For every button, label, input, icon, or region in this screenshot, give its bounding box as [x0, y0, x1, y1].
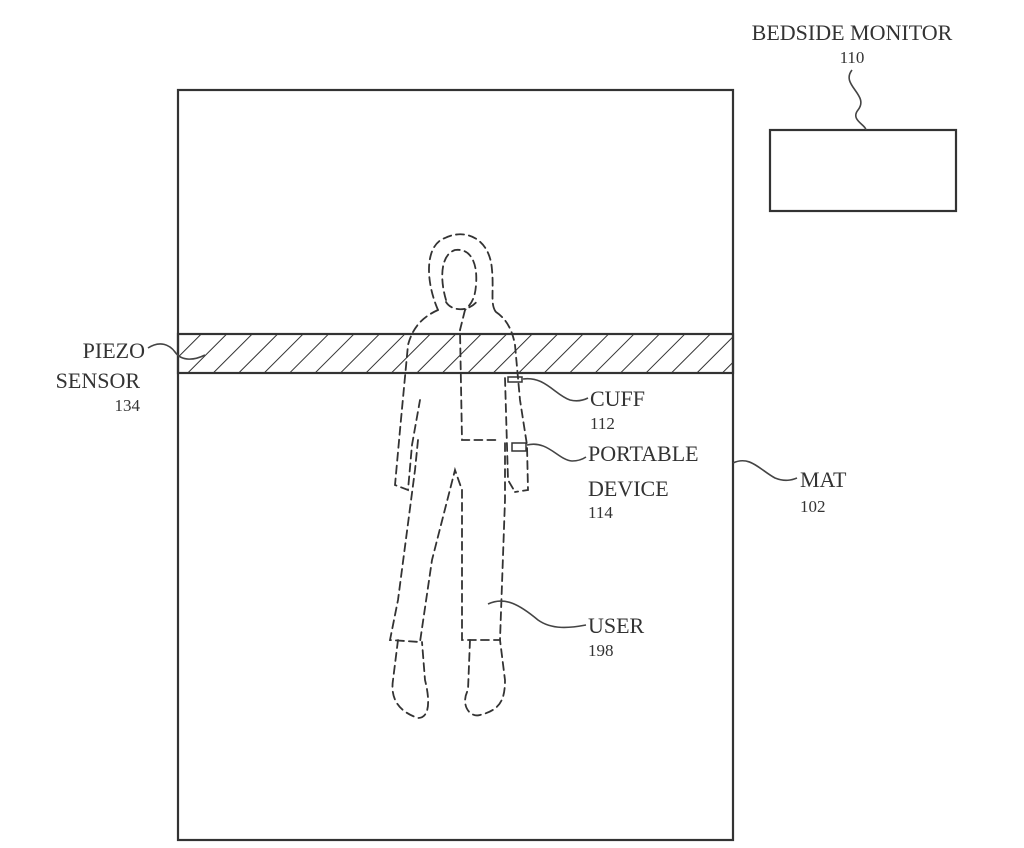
piezo-sensor-label-1: PIEZO: [83, 338, 145, 363]
portable-device-label-1: PORTABLE: [588, 441, 699, 466]
bedside-monitor-leader: [848, 69, 867, 131]
bedside-monitor-ref: 110: [840, 48, 865, 67]
user-ref: 198: [588, 641, 614, 660]
portable-device-label-2: DEVICE: [588, 476, 669, 501]
mat-outline: [176, 88, 735, 842]
user-leader: [487, 600, 587, 629]
cuff-label: CUFF: [590, 386, 645, 411]
portable-device-mark: [511, 442, 527, 452]
user-figure: [388, 233, 529, 719]
user-label: USER: [588, 613, 645, 638]
cuff-leader: [522, 378, 589, 402]
piezo-sensor-band: [176, 332, 735, 375]
piezo-sensor-leader: [147, 343, 206, 360]
piezo-sensor-label-2: SENSOR: [56, 368, 141, 393]
piezo-sensor-ref: 134: [115, 396, 141, 415]
cuff-mark: [507, 376, 523, 383]
bedside-monitor-label: BEDSIDE MONITOR: [752, 20, 953, 45]
mat-leader: [732, 460, 798, 482]
cuff-ref: 112: [590, 414, 615, 433]
portable-device-ref: 114: [588, 503, 613, 522]
mat-ref: 102: [800, 497, 826, 516]
bedside-monitor-box: [768, 128, 958, 213]
mat-label: MAT: [800, 467, 847, 492]
portable-device-leader: [526, 443, 587, 462]
